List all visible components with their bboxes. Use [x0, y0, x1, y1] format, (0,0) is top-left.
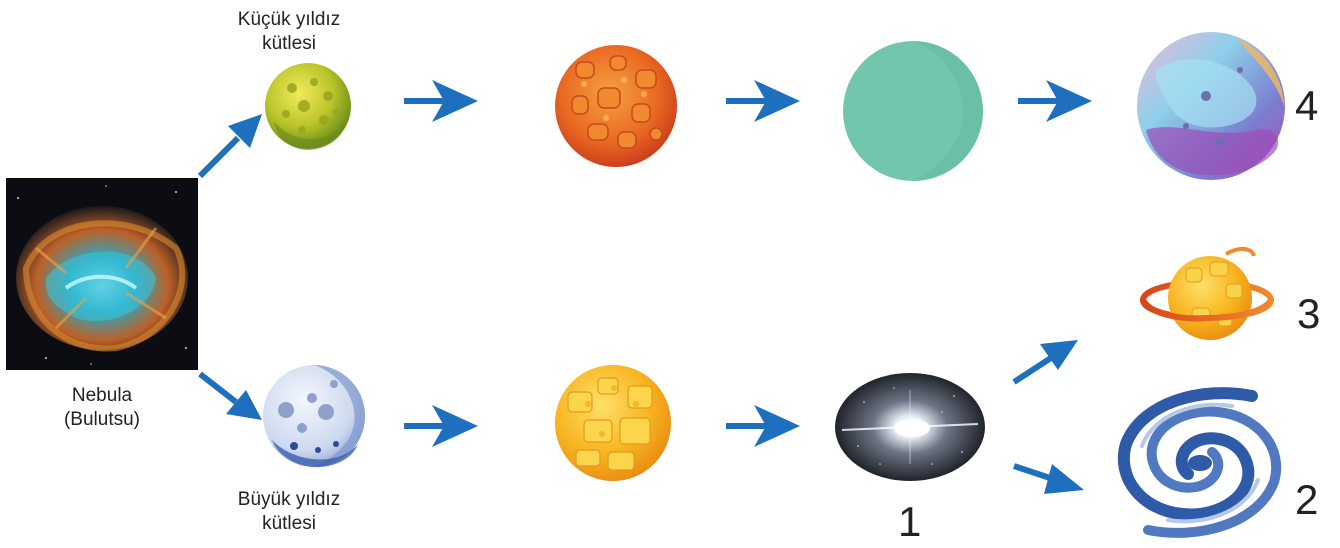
small-mass-label: Küçük yıldız kütlesi: [218, 8, 360, 56]
black-dwarf-planet: [1137, 32, 1285, 180]
number-2: 2: [1295, 476, 1319, 523]
arrow-top-2: [726, 80, 800, 122]
arrow-to-2: [1013, 463, 1084, 494]
number-3: 3: [1297, 290, 1321, 337]
nebula-label-line1: Nebula: [71, 385, 133, 406]
nebula-label-line2: (Bulutsu): [63, 409, 141, 430]
small-mass-label-line1: Küçük yıldız: [237, 9, 341, 30]
large-star-moon: [263, 365, 365, 468]
arrow-nebula-to-small-star: [197, 114, 262, 179]
black-hole-galaxy: [1117, 387, 1282, 538]
large-mass-label: Büyük yıldız kütlesi: [218, 488, 360, 536]
arrow-bottom-1: [404, 405, 478, 447]
white-dwarf-planet: [843, 41, 983, 181]
arrow-top-1: [404, 80, 478, 122]
red-giant-planet: [555, 45, 677, 167]
supernova-image: [835, 373, 985, 481]
large-mass-label-line2: kütlesi: [262, 513, 316, 534]
large-mass-label-line1: Büyük yıldız: [237, 489, 341, 510]
supergiant-planet: [555, 365, 671, 481]
number-4: 4: [1295, 82, 1319, 129]
nebula-label: Nebula (Bulutsu): [40, 384, 164, 432]
neutron-star-planet: [1140, 247, 1274, 340]
number-1: 1: [898, 498, 922, 545]
arrow-top-3: [1018, 80, 1092, 122]
nebula-image: [6, 178, 198, 370]
small-mass-label-line2: kütlesi: [262, 33, 316, 54]
arrow-nebula-to-large-star: [198, 371, 262, 420]
arrow-bottom-2: [726, 405, 800, 447]
arrow-to-3: [1012, 340, 1078, 385]
small-star-planet: [265, 63, 351, 150]
